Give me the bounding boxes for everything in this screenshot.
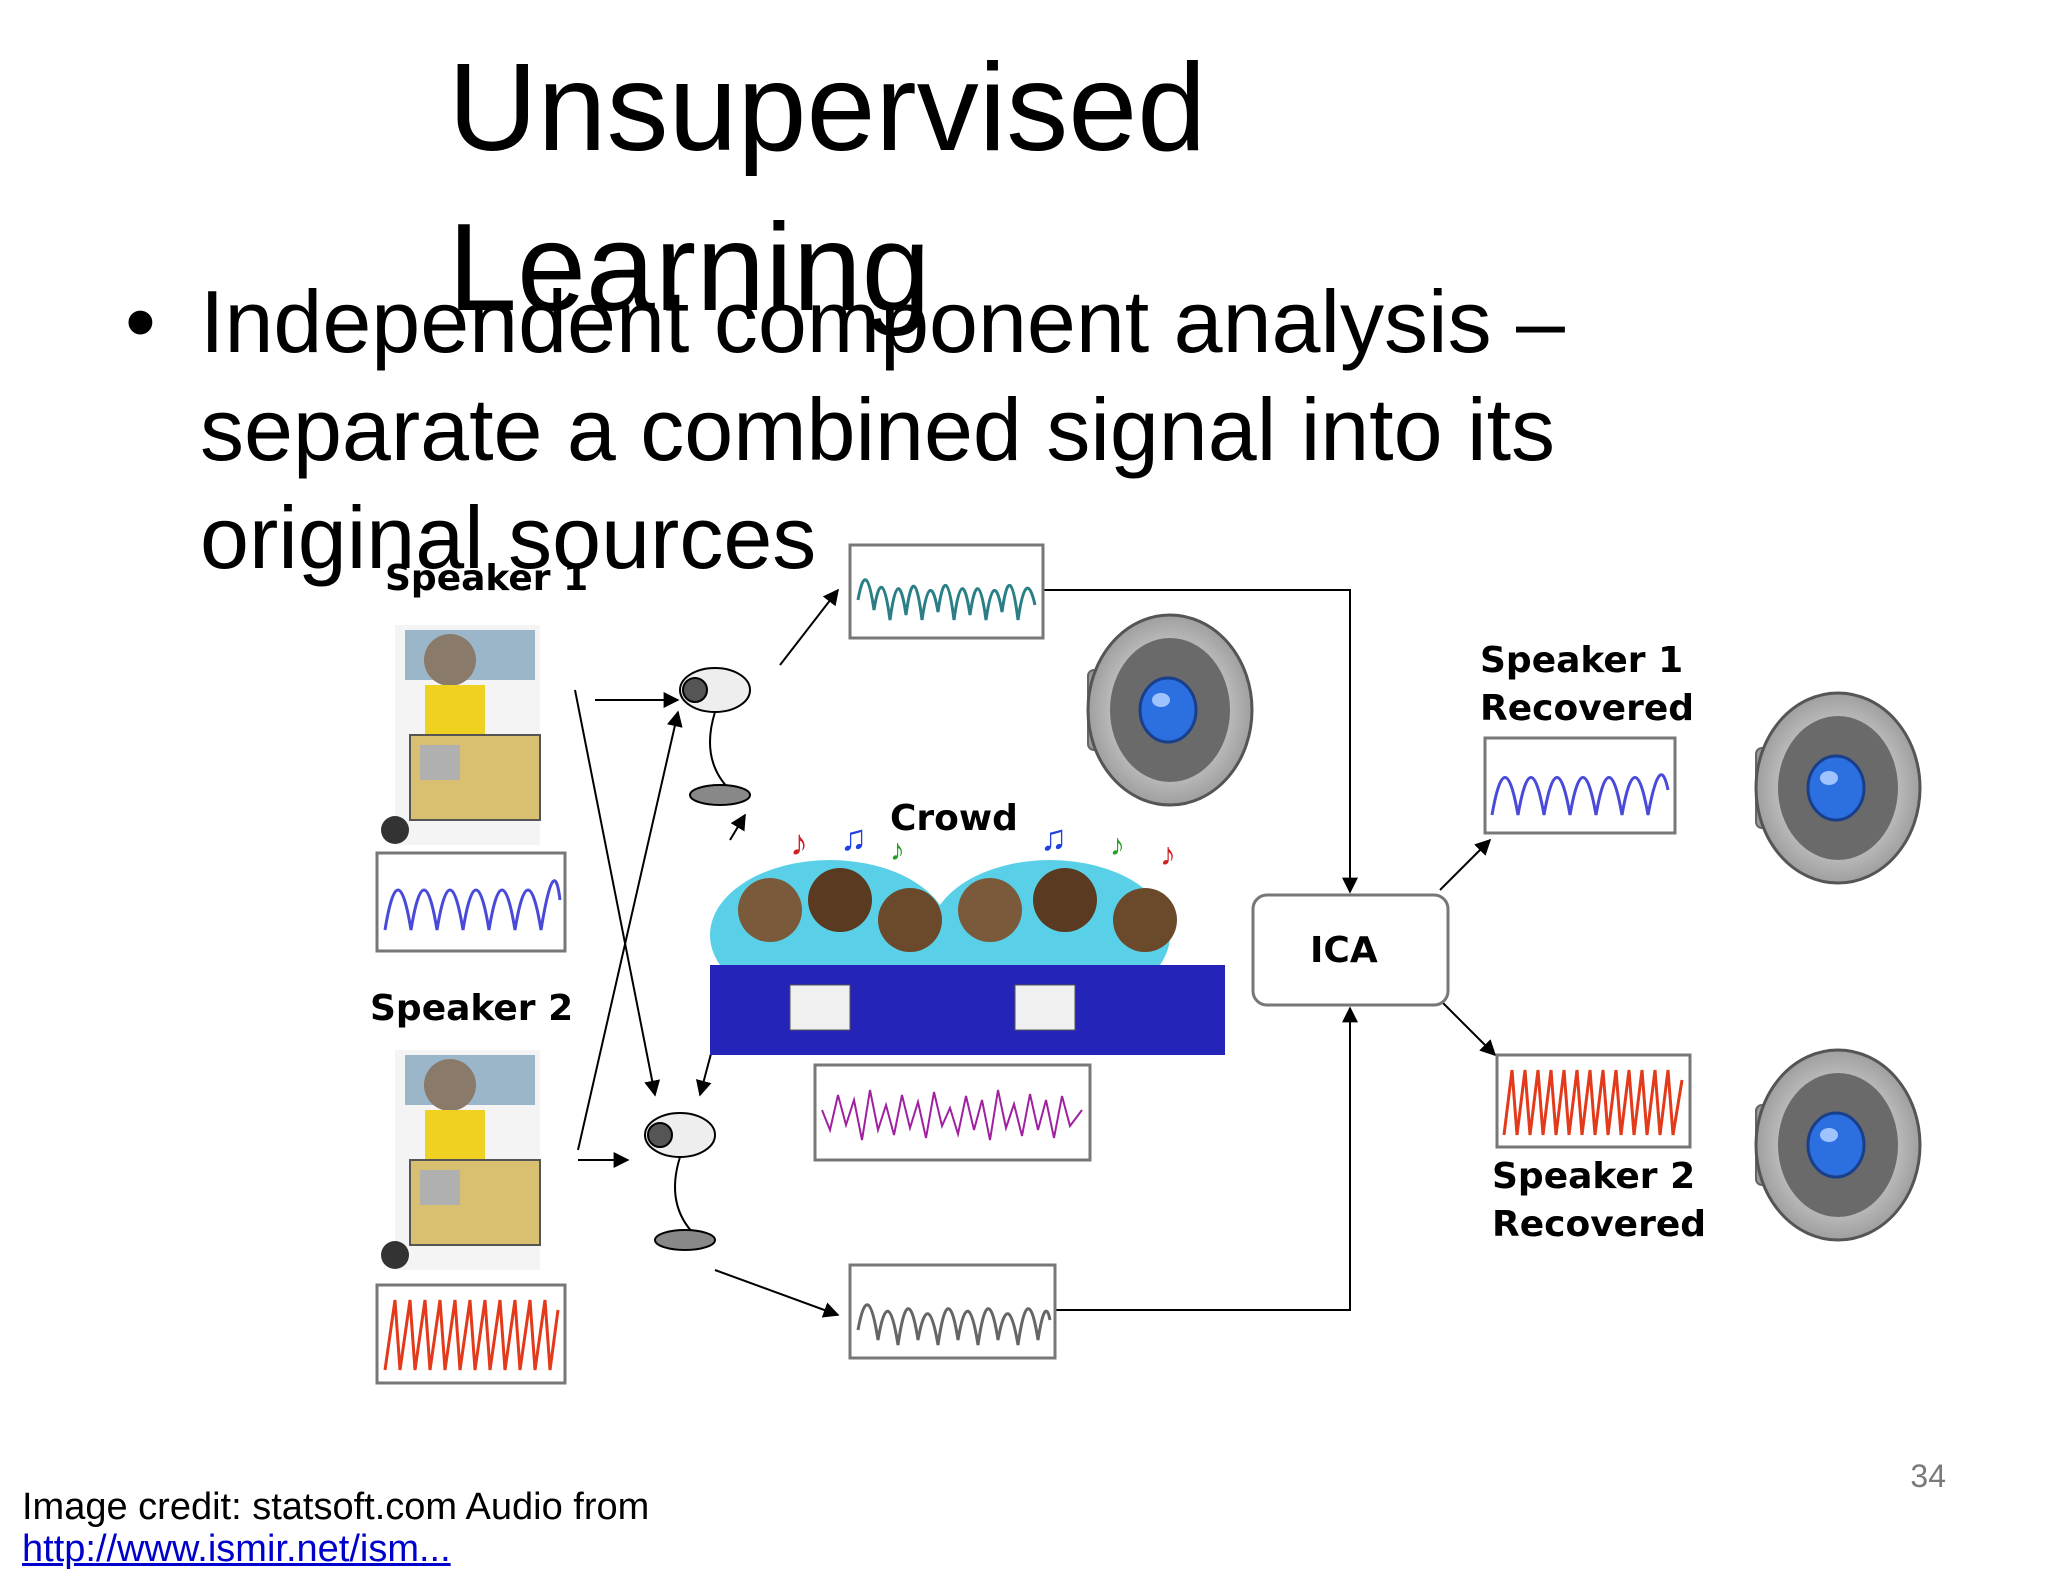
ica-box — [1251, 893, 1450, 1007]
recovered1-waveform — [1490, 773, 1670, 816]
mixed-signal-1-waveform — [856, 578, 1037, 621]
mixed-signal-2-waveform — [856, 1303, 1052, 1346]
microphone-icon — [644, 1112, 716, 1251]
speaker-audio-icon[interactable] — [1086, 613, 1254, 807]
svg-text:♪: ♪ — [890, 834, 905, 867]
image-credit: Image credit: statsoft.com Audio from — [22, 1486, 650, 1528]
mixed-signal-2-box — [848, 1263, 1057, 1360]
speaker-audio-icon[interactable] — [1754, 1048, 1922, 1242]
svg-text:♫: ♫ — [840, 817, 867, 858]
speaker1-waveform — [383, 879, 562, 931]
crowd-noise-waveform — [821, 1089, 1083, 1141]
speaker1-waveform-box — [375, 851, 567, 953]
person-at-desk-icon — [381, 625, 541, 845]
bullet-marker: • — [125, 272, 156, 371]
microphone-icon — [679, 667, 751, 806]
mixed-signal-1-box — [848, 543, 1045, 640]
signal-arrows — [574, 588, 1497, 1318]
ica-diagram: Speaker 1 Speaker 2 — [370, 543, 1922, 1385]
recovered1-waveform-box — [1483, 736, 1677, 835]
speaker2-label: Speaker 2 — [370, 988, 573, 1029]
recovered2-label-line2: Recovered — [1492, 1204, 1706, 1245]
ica-label: ICA — [1310, 930, 1378, 971]
svg-text:♪: ♪ — [1110, 829, 1125, 862]
speaker2-waveform — [383, 1299, 560, 1371]
page-number: 34 — [1910, 1458, 1946, 1494]
recovered2-label-line1: Speaker 2 — [1492, 1156, 1695, 1197]
speaker-audio-icon[interactable] — [1754, 691, 1922, 885]
crowd-noise-box — [813, 1063, 1092, 1162]
audio-source-link[interactable]: http://www.ismir.net/ism... — [22, 1528, 451, 1570]
recovered2-waveform — [1502, 1069, 1684, 1136]
speaker1-label: Speaker 1 — [385, 558, 588, 599]
slide-title: Unsupervised Learning — [448, 39, 1207, 337]
svg-text:♫: ♫ — [1040, 817, 1067, 858]
bullet-text: Independent component analysis – separat… — [200, 272, 1565, 587]
person-at-desk-icon — [381, 1050, 541, 1270]
recovered1-label-line1: Speaker 1 — [1480, 640, 1683, 681]
crowd-illustration: ♪ ♫ ♪ ♫ ♪ ♪ — [710, 817, 1225, 1055]
svg-text:♪: ♪ — [790, 822, 808, 863]
crowd-label: Crowd — [890, 798, 1018, 839]
svg-text:♪: ♪ — [1160, 836, 1176, 872]
recovered1-label-line2: Recovered — [1480, 688, 1694, 729]
